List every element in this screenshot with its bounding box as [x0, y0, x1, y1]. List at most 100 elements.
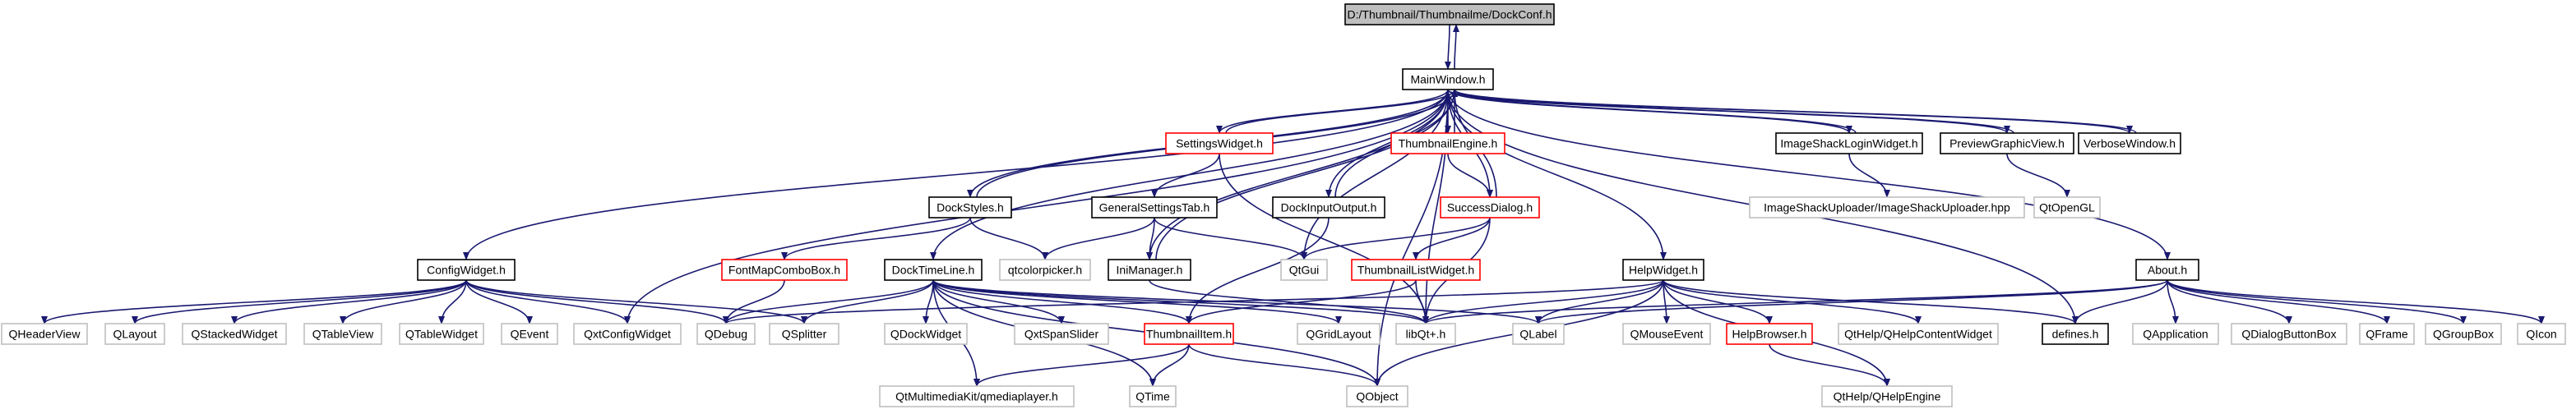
- node-label: D:/Thumbnail/Thumbnailme/DockConf.h: [1348, 8, 1552, 21]
- node-qthelpengine[interactable]: QtHelp/QHelpEngine: [1821, 385, 1953, 407]
- node-box: [1395, 323, 1456, 345]
- node-label: defines.h: [2052, 328, 2099, 341]
- node-qgroupbox[interactable]: QGroupBox: [2425, 323, 2502, 345]
- node-box: [696, 323, 756, 345]
- edge-mainwindow-to-configwidget: [463, 89, 1449, 260]
- node-box: [1940, 132, 2074, 154]
- node-box: [1346, 385, 1408, 407]
- node-label: FontMapComboBox.h: [728, 264, 840, 277]
- node-qheaderview[interactable]: QHeaderView: [1, 323, 88, 345]
- node-box: [182, 323, 287, 345]
- edge-about-to-qicon: [2167, 279, 2545, 324]
- node-docktimeline[interactable]: DockTimeLine.h: [884, 259, 983, 281]
- node-qdebug[interactable]: QDebug: [696, 323, 756, 345]
- node-previewgraphicview[interactable]: PreviewGraphicView.h: [1940, 132, 2074, 154]
- node-dockconf[interactable]: D:/Thumbnail/Thumbnailme/DockConf.h: [1344, 3, 1555, 25]
- node-qdockwidget[interactable]: QDockWidget: [884, 323, 968, 345]
- edge-configwidget-to-qlayout: [132, 279, 467, 324]
- node-verbosewindow[interactable]: VerboseWindow.h: [2078, 132, 2181, 154]
- node-settingswidget[interactable]: SettingsWidget.h: [1165, 132, 1274, 154]
- node-helpbrowser[interactable]: HelpBrowser.h: [1726, 323, 1813, 345]
- node-label: SuccessDialog.h: [1447, 201, 1533, 214]
- node-label: QLayout: [113, 328, 157, 341]
- node-qstackedwidget[interactable]: QStackedWidget: [182, 323, 287, 345]
- edge-imageshackloginwidget-to-imageshackuploader: [1848, 153, 1890, 198]
- edge-dockstyles-to-fontmapcombobox: [781, 217, 971, 260]
- node-fontmapcombobox[interactable]: FontMapComboBox.h: [721, 259, 848, 281]
- node-defines[interactable]: defines.h: [2042, 323, 2109, 345]
- node-label: ImageShackLoginWidget.h: [1780, 137, 1917, 150]
- node-box: [2033, 196, 2101, 218]
- node-qtableview[interactable]: QTableView: [303, 323, 382, 345]
- node-qtcolorpicker[interactable]: qtcolorpicker.h: [999, 259, 1091, 281]
- node-qgridlayout[interactable]: QGridLayout: [1297, 323, 1380, 345]
- node-thumbnaillistwidget[interactable]: ThumbnailListWidget.h: [1351, 259, 1481, 281]
- node-qobject[interactable]: QObject: [1346, 385, 1408, 407]
- node-thumbnailitem[interactable]: ThumbnailItem.h: [1144, 323, 1234, 345]
- edge-previewgraphicview-to-mainwindow: [1451, 89, 2014, 134]
- node-box: [884, 259, 983, 281]
- node-imageshackloginwidget[interactable]: ImageShackLoginWidget.h: [1775, 132, 1923, 154]
- node-configwidget[interactable]: ConfigWidget.h: [417, 259, 516, 281]
- node-box: [1108, 259, 1191, 281]
- node-qtime[interactable]: QTime: [1129, 385, 1177, 407]
- node-qmouseevent[interactable]: QMouseEvent: [1622, 323, 1711, 345]
- node-box: [1297, 323, 1380, 345]
- node-helpwidget[interactable]: HelpWidget.h: [1622, 259, 1704, 281]
- node-box: [2517, 323, 2566, 345]
- node-label: ConfigWidget.h: [427, 264, 506, 277]
- node-box: [721, 259, 848, 281]
- node-libqtplus[interactable]: libQt+.h: [1395, 323, 1456, 345]
- node-box: [417, 259, 516, 281]
- node-qtopengl[interactable]: QtOpenGL: [2033, 196, 2101, 218]
- edge-docktimeline-to-qgridlayout: [932, 279, 1342, 324]
- node-about[interactable]: About.h: [2135, 259, 2199, 281]
- node-inimanager[interactable]: IniManager.h: [1108, 259, 1191, 281]
- edge-docktimeline-to-qlabel: [932, 279, 1542, 324]
- edge-generalsettingstab-to-qtgui: [1154, 217, 1307, 260]
- node-qdialogbuttonbox[interactable]: QDialogButtonBox: [2231, 323, 2347, 345]
- edge-mainwindow-to-qtgui: [1301, 89, 1449, 260]
- node-successdialog[interactable]: SuccessDialog.h: [1440, 196, 1540, 218]
- node-mainwindow[interactable]: MainWindow.h: [1402, 68, 1494, 90]
- node-dockinputoutput[interactable]: DockInputOutput.h: [1272, 196, 1385, 218]
- node-label: HelpBrowser.h: [1732, 328, 1806, 341]
- node-qsplitter[interactable]: QSplitter: [769, 323, 839, 345]
- node-box: [1512, 323, 1565, 345]
- node-qtgui[interactable]: QtGui: [1280, 259, 1328, 281]
- node-qthelpcontentwidget[interactable]: QtHelp/QHelpContentWidget: [1838, 323, 1999, 345]
- node-qevent[interactable]: QEvent: [501, 323, 558, 345]
- node-qicon[interactable]: QIcon: [2517, 323, 2566, 345]
- node-qlabel[interactable]: QLabel: [1512, 323, 1565, 345]
- node-qlayout[interactable]: QLayout: [104, 323, 165, 345]
- node-label: HelpWidget.h: [1629, 264, 1698, 277]
- node-dockstyles[interactable]: DockStyles.h: [928, 196, 1012, 218]
- edge-configwidget-to-qevent: [465, 279, 533, 324]
- node-box: [1402, 68, 1494, 90]
- node-label: IniManager.h: [1117, 264, 1183, 277]
- node-label: qtcolorpicker.h: [1008, 264, 1082, 277]
- node-label: GeneralSettingsTab.h: [1099, 201, 1210, 214]
- node-qframe[interactable]: QFrame: [2359, 323, 2415, 345]
- node-label: DockInputOutput.h: [1281, 201, 1377, 214]
- node-label: MainWindow.h: [1410, 73, 1485, 86]
- node-label: QDialogButtonBox: [2241, 328, 2336, 341]
- node-imageshackuploader[interactable]: ImageShackUploader/ImageShackUploader.hp…: [1749, 196, 2025, 218]
- node-qtablewidget[interactable]: QTableWidget: [399, 323, 484, 345]
- node-qxtspanslider[interactable]: QxtSpanSlider: [1014, 323, 1109, 345]
- node-box: [2078, 132, 2181, 154]
- edge-configwidget-to-qxtconfigwidget: [465, 279, 631, 324]
- edge-successdialog-to-thumbnaillistwidget: [1413, 217, 1491, 260]
- node-label: QObject: [1356, 390, 1398, 403]
- node-qmediaplayer[interactable]: QtMultimediaKit/qmediaplayer.h: [879, 385, 1075, 407]
- node-generalsettingstab[interactable]: GeneralSettingsTab.h: [1091, 196, 1218, 218]
- node-label: QFrame: [2366, 328, 2408, 341]
- node-label: QtHelp/QHelpContentWidget: [1844, 328, 1992, 341]
- edge-helpwidget-to-qdebug: [723, 279, 1664, 324]
- edge-inimanager-to-libqtplus: [1149, 279, 1429, 324]
- node-qxtconfigwidget[interactable]: QxtConfigWidget: [573, 323, 682, 345]
- node-thumbnailengine[interactable]: ThumbnailEngine.h: [1390, 132, 1505, 154]
- node-qapplication[interactable]: QApplication: [2132, 323, 2219, 345]
- edge-about-to-qapplication: [2167, 279, 2179, 324]
- node-label: VerboseWindow.h: [2083, 137, 2176, 150]
